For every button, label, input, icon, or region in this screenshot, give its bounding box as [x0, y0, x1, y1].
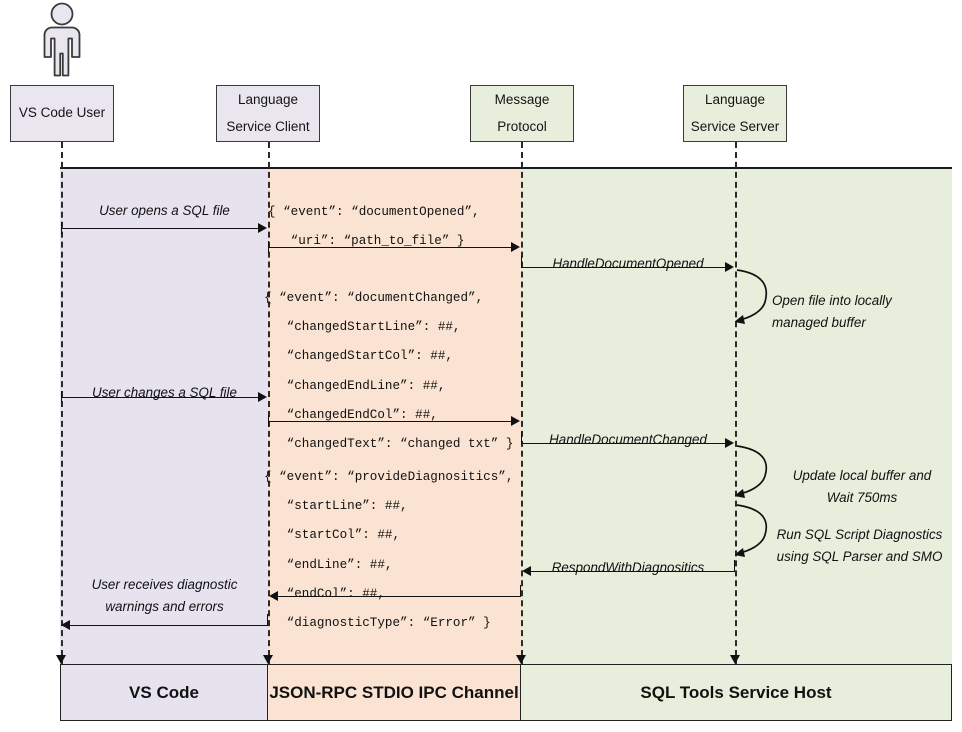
arrow-head-server-to-protocol-diagnostics: [522, 566, 531, 576]
note-run-sql-script-diagnostics: Run SQL Script Diagnostics using SQL Par…: [762, 524, 957, 567]
participant-label-line1: Message: [494, 92, 550, 108]
arrow-end-cap: [267, 614, 268, 626]
participant-label-line2: Protocol: [497, 118, 547, 134]
message-label-user-receives-diagnostics: User receives diagnostic warnings and er…: [61, 574, 268, 617]
arrow-head-protocol-to-server-opened: [725, 262, 734, 272]
footer-label: JSON-RPC STDIO IPC Channel: [269, 682, 519, 702]
note-line2: managed buffer: [772, 314, 866, 330]
footer-label: VS Code: [129, 682, 199, 702]
participant-language-service-server[interactable]: Language Service Server: [683, 85, 787, 142]
vs-code-user-actor-icon: [31, 2, 93, 78]
arrow-protocol-to-server-opened: [521, 267, 725, 268]
participant-vs-code-user[interactable]: VS Code User: [10, 85, 114, 142]
participant-message-protocol[interactable]: Message Protocol: [470, 85, 574, 142]
band-top-rule: [60, 167, 952, 169]
lifeline-vs-code-user: [61, 142, 63, 666]
arrow-head-client-to-protocol-changed: [511, 416, 520, 426]
arrow-user-opens-file: [61, 228, 259, 229]
arrow-server-to-protocol-diagnostics: [531, 571, 735, 572]
message-label-user-changes-file: User changes a SQL file: [92, 385, 237, 400]
arrow-client-to-protocol-changed: [268, 421, 511, 422]
payload-document-opened: { “event”: “documentOpened”, “uri”: “pat…: [268, 198, 480, 256]
footer-cell-ipc-channel[interactable]: JSON-RPC STDIO IPC Channel: [267, 665, 520, 720]
payload-provide-diagnostics: { “event”: “provideDiagnositics”, “start…: [264, 470, 514, 631]
participant-label-line1: Language: [704, 92, 766, 108]
arrow-head-user-changes-file: [258, 392, 267, 402]
message-label-handle-document-changed: HandleDocumentChanged: [549, 432, 707, 447]
arrow-head-client-to-protocol-opened: [511, 242, 520, 252]
footer-cell-vs-code[interactable]: VS Code: [61, 665, 267, 720]
arrow-start-cap: [521, 256, 522, 268]
lifeline-language-service-client: [268, 142, 270, 666]
self-loop-run-diagnostics: [734, 503, 777, 566]
lifeline-end-arrow-language-server: [730, 655, 740, 664]
arrow-head-client-to-user-diagnostics: [61, 620, 70, 630]
note-line1: Open file into locally: [772, 293, 892, 308]
lifeline-end-arrow-language-client: [263, 655, 273, 664]
participant-label-line1: Language: [237, 92, 299, 108]
arrow-start-cap: [521, 432, 522, 444]
arrow-protocol-to-server-changed: [521, 443, 725, 444]
lifeline-end-arrow-message-protocol: [516, 655, 526, 664]
band-ipc-channel: [268, 169, 521, 664]
arrow-protocol-to-client-diagnostics: [278, 596, 521, 597]
arrow-client-to-protocol-opened: [268, 247, 511, 248]
footer-label: SQL Tools Service Host: [640, 682, 832, 702]
participant-label-line2: Service Server: [690, 118, 780, 134]
message-label-line2: warnings and errors: [105, 598, 224, 614]
arrow-head-protocol-to-client-diagnostics: [269, 591, 278, 601]
participant-language-service-client[interactable]: Language Service Client: [216, 85, 320, 142]
arrow-end-cap: [734, 560, 735, 572]
note-line2: Wait 750ms: [826, 489, 898, 505]
message-label-line1: User receives diagnostic: [91, 577, 238, 592]
note-line2: using SQL Parser and SMO: [776, 548, 943, 564]
arrow-head-protocol-to-server-changed: [725, 438, 734, 448]
note-line1: Update local buffer and: [792, 468, 932, 483]
payload-document-changed: { “event”: “documentChanged”, “changedSt…: [264, 291, 514, 452]
lifeline-language-service-server: [735, 142, 737, 666]
message-label-handle-document-opened: HandleDocumentOpened: [552, 256, 704, 271]
message-label-user-opens-file: User opens a SQL file: [99, 203, 230, 218]
arrow-client-to-user-diagnostics: [70, 625, 268, 626]
footer-row: VS Code JSON-RPC STDIO IPC Channel SQL T…: [60, 664, 952, 721]
participant-label-line2: Service Client: [226, 118, 310, 134]
payload-text: { “event”: “documentOpened”, “uri”: “pat…: [268, 205, 480, 249]
band-vscode: [60, 169, 268, 664]
arrow-head-user-opens-file: [258, 223, 267, 233]
note-open-file-into-buffer: Open file into locally managed buffer: [772, 290, 952, 333]
footer-cell-sql-tools-service-host[interactable]: SQL Tools Service Host: [520, 665, 951, 720]
lifeline-end-arrow-vs-code-user: [56, 655, 66, 664]
lifeline-message-protocol: [521, 142, 523, 666]
note-line1: Run SQL Script Diagnostics: [776, 527, 943, 542]
arrow-user-changes-file: [61, 397, 259, 398]
participant-label-line1: VS Code User: [18, 105, 106, 121]
note-update-buffer-wait: Update local buffer and Wait 750ms: [772, 465, 952, 508]
self-loop-open-file: [734, 268, 777, 333]
self-loop-update-buffer: [734, 444, 777, 507]
arrow-end-cap: [520, 585, 521, 597]
message-label-respond-with-diagnostics: RespondWithDiagnositics: [551, 560, 705, 575]
